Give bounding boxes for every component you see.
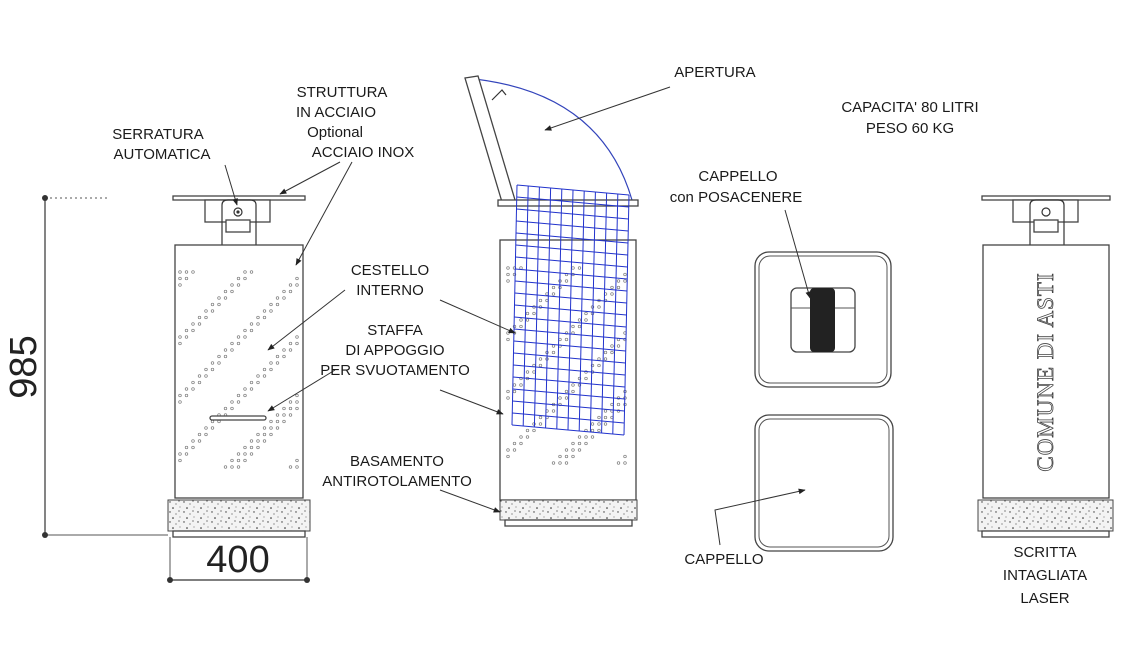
top-view-cap — [754, 414, 894, 552]
svg-text:INTERNO: INTERNO — [356, 282, 424, 299]
opening-arc — [464, 77, 633, 201]
svg-text:INTAGLIATA: INTAGLIATA — [1003, 567, 1087, 584]
inner-basket — [511, 184, 630, 436]
width-value: 400 — [206, 539, 269, 581]
svg-text:CAPPELLO: CAPPELLO — [684, 551, 763, 568]
front-view-bin — [167, 195, 311, 538]
svg-text:SERRATURA: SERRATURA — [112, 126, 203, 143]
svg-text:ANTIROTOLAMENTO: ANTIROTOLAMENTO — [322, 473, 471, 490]
top-view-with-ashtray — [754, 251, 892, 388]
anti-roll-base — [167, 499, 311, 532]
ashtray-icon — [810, 288, 835, 352]
labels: SERRATURA AUTOMATICA STRUTTURA IN ACCIAI… — [112, 64, 1087, 607]
svg-text:AUTOMATICA: AUTOMATICA — [114, 146, 211, 163]
svg-text:PER SVUOTAMENTO: PER SVUOTAMENTO — [320, 362, 469, 379]
svg-text:IN ACCIAIO: IN ACCIAIO — [296, 104, 376, 121]
svg-text:con POSACENERE: con POSACENERE — [670, 189, 803, 206]
leader-lines — [224, 86, 811, 546]
width-dimension: 400 — [167, 537, 310, 583]
svg-text:ACCIAIO INOX: ACCIAIO INOX — [312, 144, 415, 161]
svg-text:CESTELLO: CESTELLO — [351, 262, 429, 279]
open-lid — [464, 75, 516, 203]
svg-text:CAPPELLO: CAPPELLO — [698, 168, 777, 185]
svg-text:LASER: LASER — [1020, 590, 1069, 607]
svg-text:Optional: Optional — [307, 124, 363, 141]
height-value: 985 — [3, 335, 45, 398]
engraved-text: COMUNE DI ASTI — [1033, 272, 1058, 471]
svg-text:STAFFA: STAFFA — [367, 322, 423, 339]
open-bin-view — [464, 75, 639, 527]
svg-text:BASAMENTO: BASAMENTO — [350, 453, 444, 470]
svg-text:STRUTTURA: STRUTTURA — [297, 84, 388, 101]
engraved-bin-view: COMUNE DI ASTI — [977, 195, 1114, 538]
svg-text:SCRITTA: SCRITTA — [1013, 544, 1076, 561]
height-dimension: 985 — [3, 195, 168, 538]
svg-text:APERTURA: APERTURA — [674, 64, 755, 81]
svg-text:CAPACITA' 80 LITRI: CAPACITA' 80 LITRI — [841, 99, 978, 116]
svg-text:PESO 60 KG: PESO 60 KG — [866, 120, 954, 137]
bin-body — [174, 244, 304, 499]
emptying-bracket — [209, 415, 267, 421]
svg-text:DI APPOGGIO: DI APPOGGIO — [345, 342, 444, 359]
